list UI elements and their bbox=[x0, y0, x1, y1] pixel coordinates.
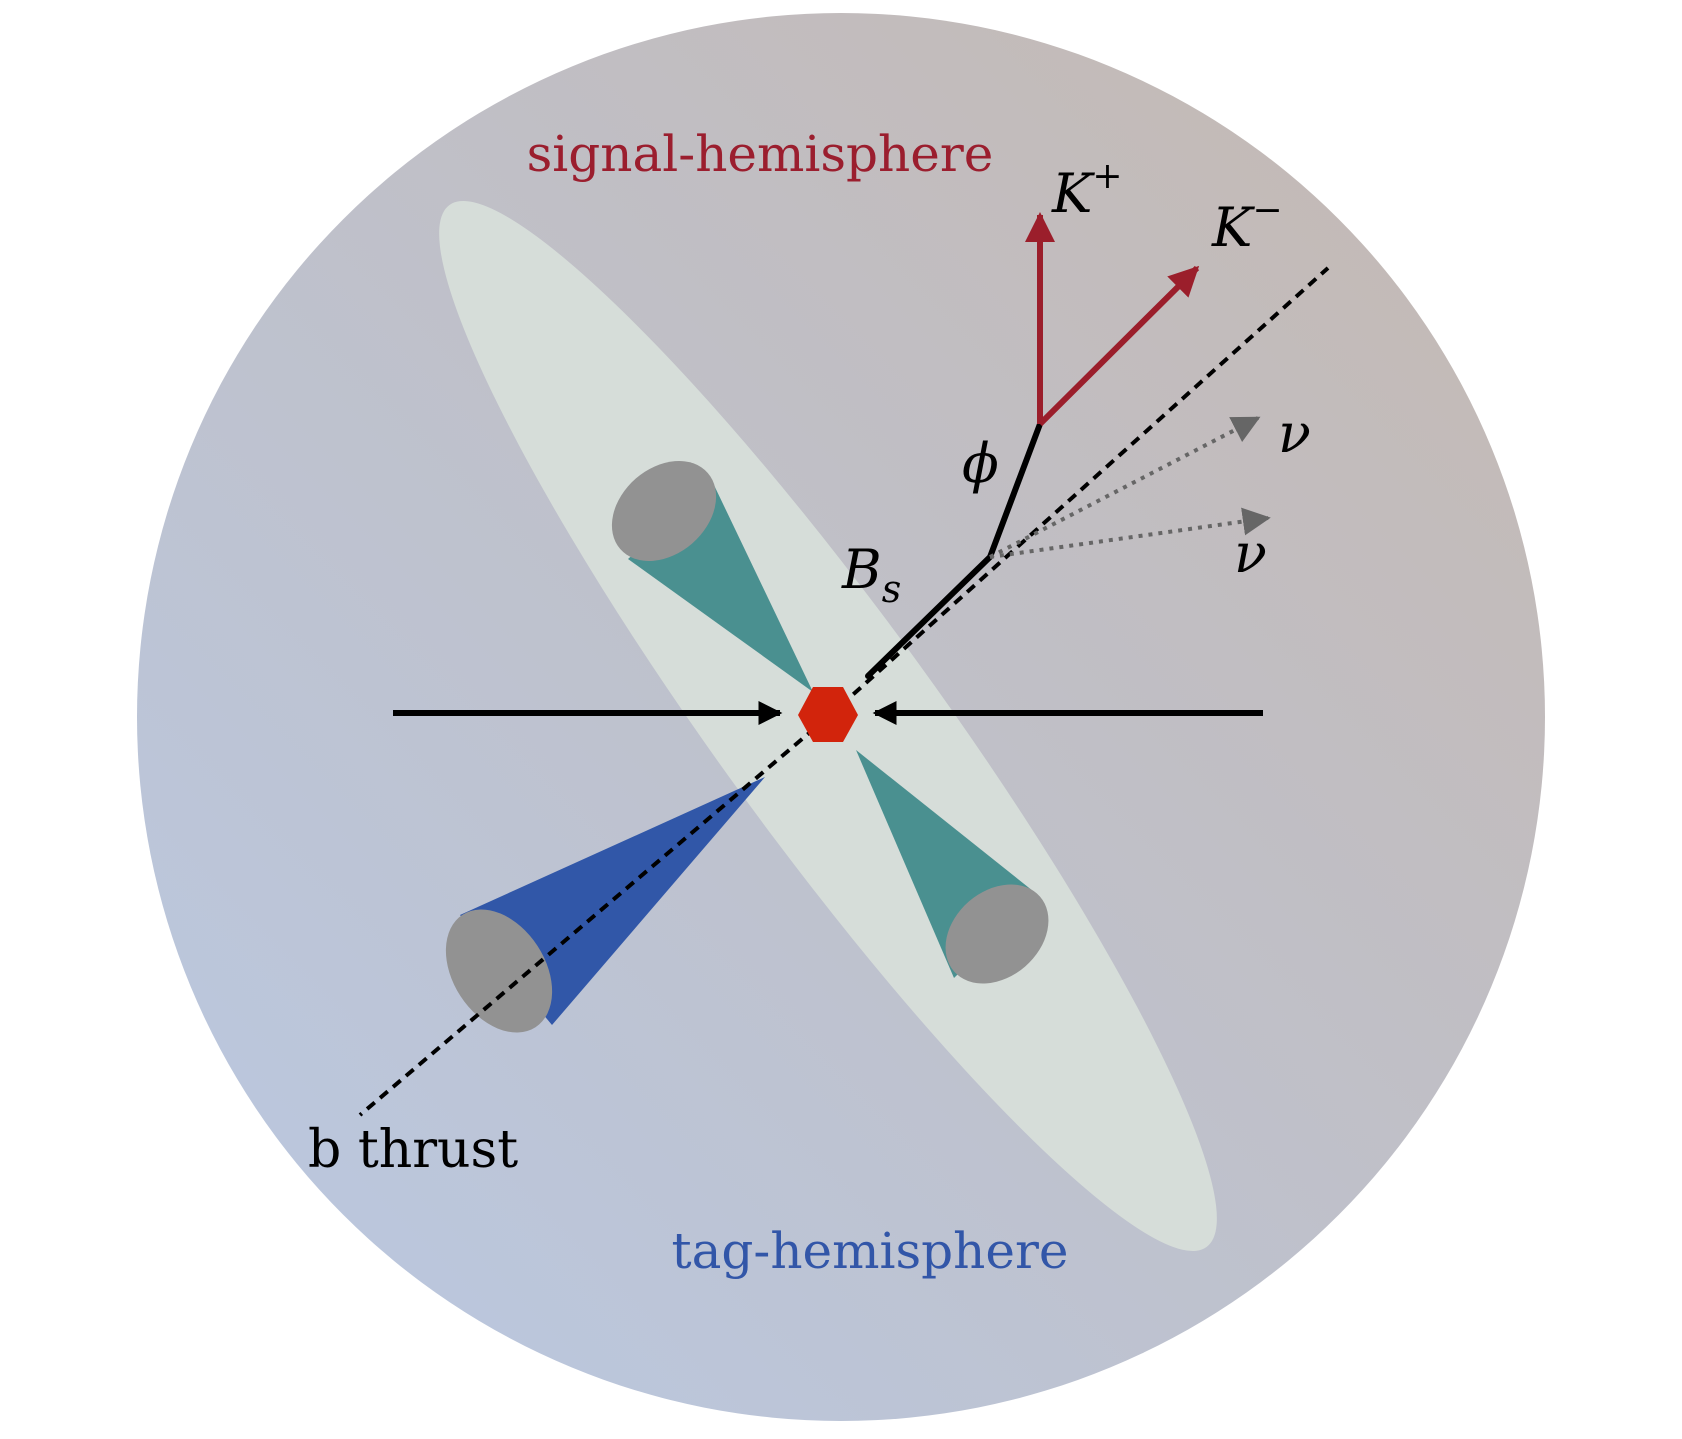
k-plus-sup: + bbox=[1092, 156, 1122, 197]
bs-label: Bs bbox=[841, 538, 901, 611]
jet-cap-upper bbox=[611, 460, 717, 562]
signal-hemisphere-label: signal-hemisphere bbox=[527, 125, 994, 183]
b-thrust-label: b thrust bbox=[308, 1120, 518, 1180]
jet-cap-tag bbox=[445, 909, 553, 1033]
tag-hemisphere-label: tag-hemisphere bbox=[672, 1222, 1069, 1280]
thrust-axis-lower bbox=[358, 715, 830, 1117]
jet-cap-lower bbox=[945, 884, 1049, 984]
neutrino-arrow-lower bbox=[989, 507, 1271, 559]
interaction-point bbox=[798, 687, 858, 742]
k-minus-sup: − bbox=[1252, 190, 1282, 231]
k-minus-base: K bbox=[1211, 196, 1255, 259]
bs-base: B bbox=[841, 538, 882, 601]
k-minus-label: K− bbox=[1211, 190, 1283, 259]
k-minus-arrow bbox=[1037, 265, 1200, 427]
k-plus-base: K bbox=[1051, 162, 1095, 225]
bs-sub: s bbox=[882, 567, 902, 611]
neutrino-arrow-upper bbox=[989, 416, 1261, 559]
nu-label-lower: ν bbox=[1234, 522, 1267, 585]
k-plus-label: K+ bbox=[1051, 156, 1123, 225]
phi-label: ϕ bbox=[962, 432, 999, 495]
nu-label-upper: ν bbox=[1278, 402, 1311, 465]
